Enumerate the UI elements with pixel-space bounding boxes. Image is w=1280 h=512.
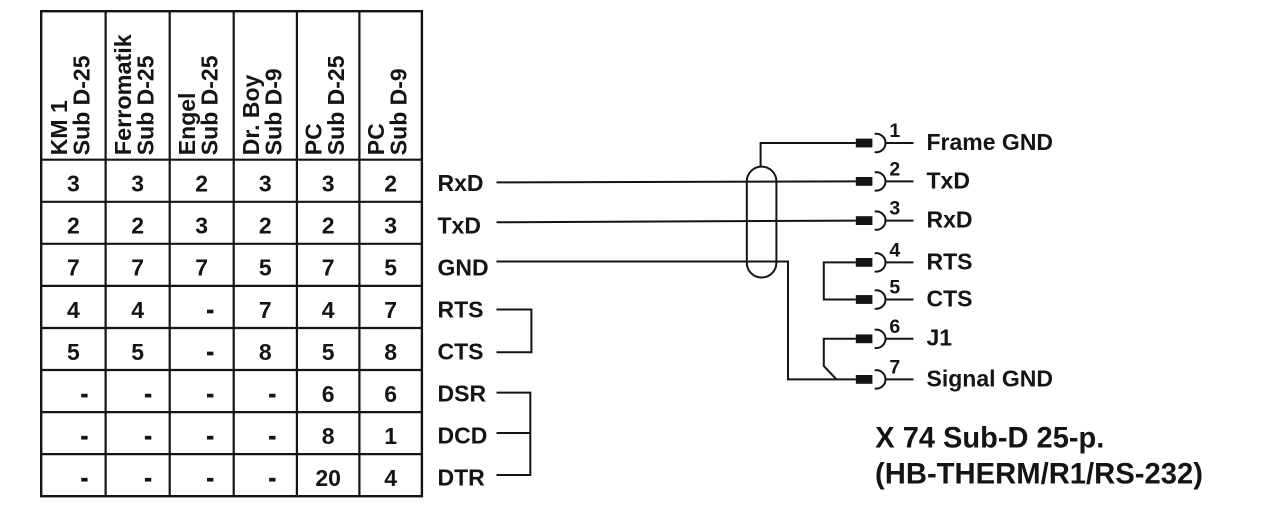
svg-text:5: 5 — [131, 339, 144, 365]
svg-text:2: 2 — [259, 213, 272, 239]
svg-text:2: 2 — [131, 213, 144, 239]
svg-text:4: 4 — [322, 297, 335, 323]
svg-text:8: 8 — [259, 339, 272, 365]
svg-text:1: 1 — [384, 423, 397, 449]
svg-text:Dr. Boy: Dr. Boy — [238, 74, 264, 155]
svg-text:4: 4 — [889, 239, 900, 261]
svg-text:7: 7 — [384, 297, 397, 323]
svg-text:3: 3 — [131, 171, 144, 197]
svg-text:GND: GND — [438, 254, 489, 280]
svg-text:Signal GND: Signal GND — [927, 365, 1054, 391]
svg-text:5: 5 — [889, 277, 900, 299]
svg-text:2: 2 — [889, 158, 900, 180]
svg-text:Sub D-9: Sub D-9 — [386, 68, 412, 155]
svg-text:RxD: RxD — [927, 207, 973, 233]
svg-text:5: 5 — [322, 339, 335, 365]
svg-text:TxD: TxD — [438, 212, 481, 238]
svg-text:3: 3 — [889, 198, 900, 220]
svg-text:CTS: CTS — [927, 285, 973, 311]
svg-text:3: 3 — [195, 213, 208, 239]
svg-text:7: 7 — [259, 297, 272, 323]
svg-text:7: 7 — [195, 255, 208, 281]
svg-text:2: 2 — [67, 213, 80, 239]
svg-text:6: 6 — [384, 381, 397, 407]
svg-text:20: 20 — [315, 465, 341, 491]
svg-text:2: 2 — [384, 171, 397, 197]
svg-text:X 74 Sub-D 25-p.: X 74 Sub-D 25-p. — [875, 422, 1104, 455]
svg-text:3: 3 — [67, 171, 80, 197]
svg-text:4: 4 — [131, 297, 144, 323]
svg-text:RTS: RTS — [927, 248, 973, 274]
svg-text:7: 7 — [322, 255, 335, 281]
svg-text:3: 3 — [384, 213, 397, 239]
svg-text:6: 6 — [322, 381, 335, 407]
svg-text:Sub D-9: Sub D-9 — [260, 68, 286, 155]
svg-text:8: 8 — [322, 423, 335, 449]
svg-text:7: 7 — [67, 255, 80, 281]
svg-text:PC: PC — [363, 123, 389, 155]
svg-text:KM 1: KM 1 — [46, 100, 72, 155]
svg-text:Sub D-25: Sub D-25 — [197, 55, 223, 155]
svg-text:Frame GND: Frame GND — [927, 129, 1054, 155]
svg-text:4: 4 — [384, 465, 397, 491]
svg-text:PC: PC — [301, 123, 327, 155]
svg-text:3: 3 — [259, 171, 272, 197]
svg-text:2: 2 — [195, 171, 208, 197]
svg-text:5: 5 — [384, 255, 397, 281]
svg-text:Engel: Engel — [174, 93, 200, 156]
svg-text:RTS: RTS — [438, 297, 484, 323]
svg-text:7: 7 — [131, 255, 144, 281]
svg-text:TxD: TxD — [927, 167, 970, 193]
svg-text:Sub D-25: Sub D-25 — [68, 55, 94, 155]
svg-text:7: 7 — [889, 356, 900, 378]
svg-text:DSR: DSR — [438, 381, 487, 407]
svg-text:5: 5 — [259, 255, 272, 281]
svg-text:Sub D-25: Sub D-25 — [133, 55, 159, 155]
svg-text:CTS: CTS — [438, 339, 484, 365]
svg-text:J1: J1 — [927, 325, 953, 351]
svg-text:2: 2 — [322, 213, 335, 239]
svg-text:(HB-THERM/R1/RS-232): (HB-THERM/R1/RS-232) — [875, 458, 1203, 491]
svg-text:RxD: RxD — [438, 170, 484, 196]
svg-text:5: 5 — [67, 339, 80, 365]
svg-text:8: 8 — [384, 339, 397, 365]
svg-text:3: 3 — [322, 171, 335, 197]
svg-text:DCD: DCD — [438, 423, 488, 449]
svg-text:DTR: DTR — [438, 465, 486, 491]
svg-text:1: 1 — [889, 120, 900, 142]
svg-text:Sub D-25: Sub D-25 — [323, 55, 349, 155]
svg-text:Ferromatik: Ferromatik — [110, 34, 136, 155]
svg-text:6: 6 — [889, 316, 900, 338]
svg-text:4: 4 — [67, 297, 80, 323]
